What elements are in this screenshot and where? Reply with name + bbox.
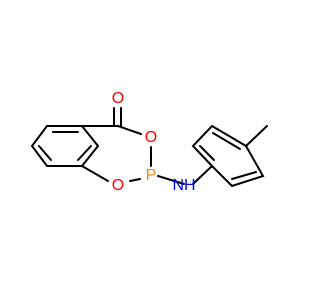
- bond-amine-aryl: [192, 165, 213, 185]
- carbonyl-oxygen-label: O: [112, 90, 124, 107]
- bond-aryl-methyl: [245, 125, 268, 147]
- bond-phosphorus-amine: [157, 175, 185, 185]
- tolyl-inner-bond-left: [199, 145, 215, 161]
- amine-label: NH: [172, 177, 195, 194]
- atom-label-layer: O O P O NH: [112, 90, 196, 194]
- bond-bottom-oxygen-benzo: [81, 165, 109, 182]
- bond-phosphorus-bottom-oxygen: [129, 178, 141, 182]
- chemical-structure: O O P O NH: [30, 90, 268, 194]
- tolyl-inner-bond-bottom: [231, 171, 257, 180]
- bond-carbonyl-ring-oxygen: [117, 125, 142, 135]
- ring-oxygen-top-label: O: [145, 129, 157, 146]
- benzo-inner-bond-right: [77, 145, 92, 161]
- benzo-inner-bond-left: [38, 145, 52, 161]
- tolyl-inner-bond-top: [212, 132, 241, 150]
- bond-layer: [30, 107, 268, 188]
- tolyl-ring: [191, 124, 265, 188]
- benzo-ring: [30, 125, 100, 167]
- phosphorus-label: P: [146, 167, 157, 184]
- ring-oxygen-bottom-label: O: [112, 177, 124, 194]
